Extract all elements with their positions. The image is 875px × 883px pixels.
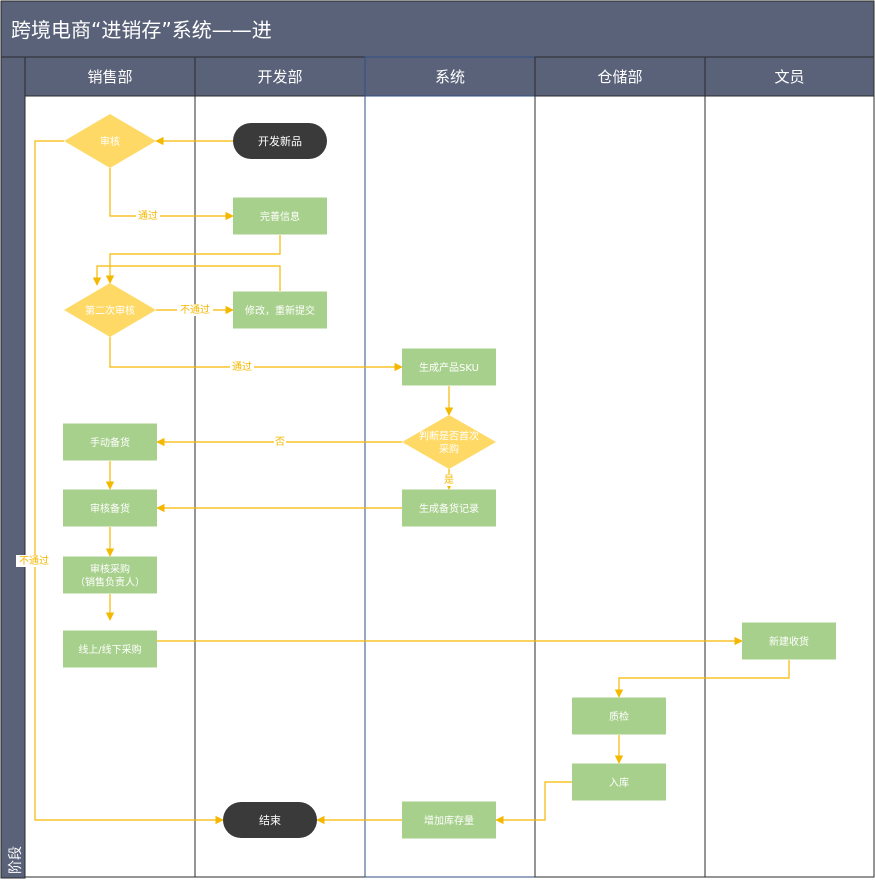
- node-label-new_receipt: 新建收货: [769, 635, 809, 648]
- node-label-review_stock: 审核备货: [90, 502, 130, 515]
- process-box: [572, 763, 666, 801]
- title-bar: [0, 0, 875, 58]
- terminal-pill: [233, 123, 327, 159]
- node-label-purchase: 线上/线下采购: [78, 643, 141, 656]
- node-label-first_purchase: 判断是否首次: [419, 430, 479, 443]
- process-box: [63, 489, 157, 527]
- edge-label-second_review-to-gen_sku: 通过: [232, 360, 252, 373]
- decision-diamond: [402, 415, 496, 469]
- node-manual_stock: 手动备货: [63, 423, 157, 461]
- diagram-title: 跨境电商“进销存”系统——进: [11, 18, 272, 42]
- node-label-inbound: 入库: [609, 776, 629, 789]
- process-box: [63, 630, 157, 668]
- edge-review-to-complete_info: [109, 168, 234, 221]
- edge-second_review-to-gen_sku: [109, 337, 403, 372]
- node-add_stock: 增加库存量: [402, 801, 496, 839]
- node-label-gen_stock_record: 生成备货记录: [419, 502, 479, 515]
- edge-label-first_purchase-to-gen_stock_record: 是: [444, 474, 454, 486]
- node-second_review: 第二次审核: [64, 283, 156, 337]
- edge-label-bg: [274, 436, 286, 448]
- edges: [34, 136, 790, 825]
- node-complete_info: 完善信息: [233, 197, 327, 235]
- node-label-second_review: 第二次审核: [85, 304, 135, 317]
- edge-label-second_review-to-modify: 不通过: [180, 303, 210, 316]
- terminal-pill: [223, 802, 317, 838]
- edge-label-bg: [230, 361, 254, 373]
- node-purchase: 线上/线下采购: [63, 630, 157, 668]
- edge-label-bg: [443, 474, 455, 486]
- edge-complete_info-to-second_review: [105, 235, 281, 284]
- edge-review-to-end: [34, 140, 224, 825]
- node-label-review: 审核: [100, 135, 120, 148]
- process-box: [402, 801, 496, 839]
- node-qc: 质检: [572, 697, 666, 735]
- process-box: [233, 197, 327, 235]
- process-box: [402, 489, 496, 527]
- node-review: 审核: [64, 114, 156, 168]
- lane-body-system: [364, 95, 536, 878]
- node-gen_sku: 生成产品SKU: [402, 348, 496, 386]
- node-label-add_stock: 增加库存量: [424, 814, 474, 827]
- lane-label-dev: 开发部: [257, 68, 302, 86]
- decision-diamond: [64, 283, 156, 337]
- lane-header-system: [364, 56, 536, 97]
- node-end: 结束: [223, 802, 317, 838]
- edge-label-review-to-end: 不通过: [19, 554, 49, 567]
- edge-label-first_purchase-to-manual_stock: 否: [275, 436, 285, 448]
- process-box: [63, 423, 157, 461]
- lane-header-sales: [24, 56, 196, 97]
- lane-header-dev: [194, 56, 366, 97]
- node-inbound: 入库: [572, 763, 666, 801]
- lane-label-clerk: 文员: [774, 68, 804, 86]
- node-label-review_purchase: （销售负责人）: [75, 576, 145, 589]
- process-box: [572, 697, 666, 735]
- process-box: [233, 291, 327, 329]
- node-label-start: 开发新品: [258, 134, 302, 148]
- edge-label-review-to-complete_info: 通过: [138, 209, 158, 222]
- node-gen_stock_record: 生成备货记录: [402, 489, 496, 527]
- process-box: [742, 622, 836, 660]
- lane-header-warehouse: [534, 56, 706, 97]
- node-label-complete_info: 完善信息: [260, 210, 300, 223]
- edge-inbound-to-add_stock: [495, 781, 572, 825]
- node-start: 开发新品: [233, 123, 327, 159]
- lane-label-warehouse: 仓储部: [597, 68, 642, 86]
- node-new_receipt: 新建收货: [742, 622, 836, 660]
- edge-modify-to-second_review: [92, 265, 281, 291]
- lane-label-sales: 销售部: [87, 68, 132, 86]
- edge-label-bg: [177, 304, 213, 316]
- phase-label: 阶段: [8, 846, 24, 874]
- decision-diamond: [64, 114, 156, 168]
- node-label-modify: 修改，重新提交: [245, 304, 315, 317]
- edge-label-bg: [16, 555, 52, 567]
- node-label-manual_stock: 手动备货: [90, 436, 130, 449]
- node-modify: 修改，重新提交: [233, 291, 327, 329]
- process-box: [63, 556, 157, 594]
- node-label-end: 结束: [259, 814, 281, 827]
- lane-body-clerk: [704, 95, 875, 878]
- lane-body-warehouse: [534, 95, 706, 878]
- phase-column: [0, 56, 26, 879]
- edge-label-bg: [136, 210, 160, 222]
- lane-label-system: 系统: [435, 68, 465, 86]
- swimlanes: 销售部 开发部 系统 仓储部 文员: [24, 56, 875, 878]
- lane-header-clerk: [704, 56, 875, 97]
- edge-new_receipt-to-qc: [614, 660, 790, 698]
- node-label-first_purchase: 采购: [439, 443, 459, 456]
- process-box: [402, 348, 496, 386]
- node-label-review_purchase: 审核采购: [90, 563, 130, 576]
- node-review_stock: 审核备货: [63, 489, 157, 527]
- node-label-qc: 质检: [609, 710, 629, 723]
- node-review_purchase: 审核采购（销售负责人）: [63, 556, 157, 594]
- node-label-gen_sku: 生成产品SKU: [419, 361, 479, 374]
